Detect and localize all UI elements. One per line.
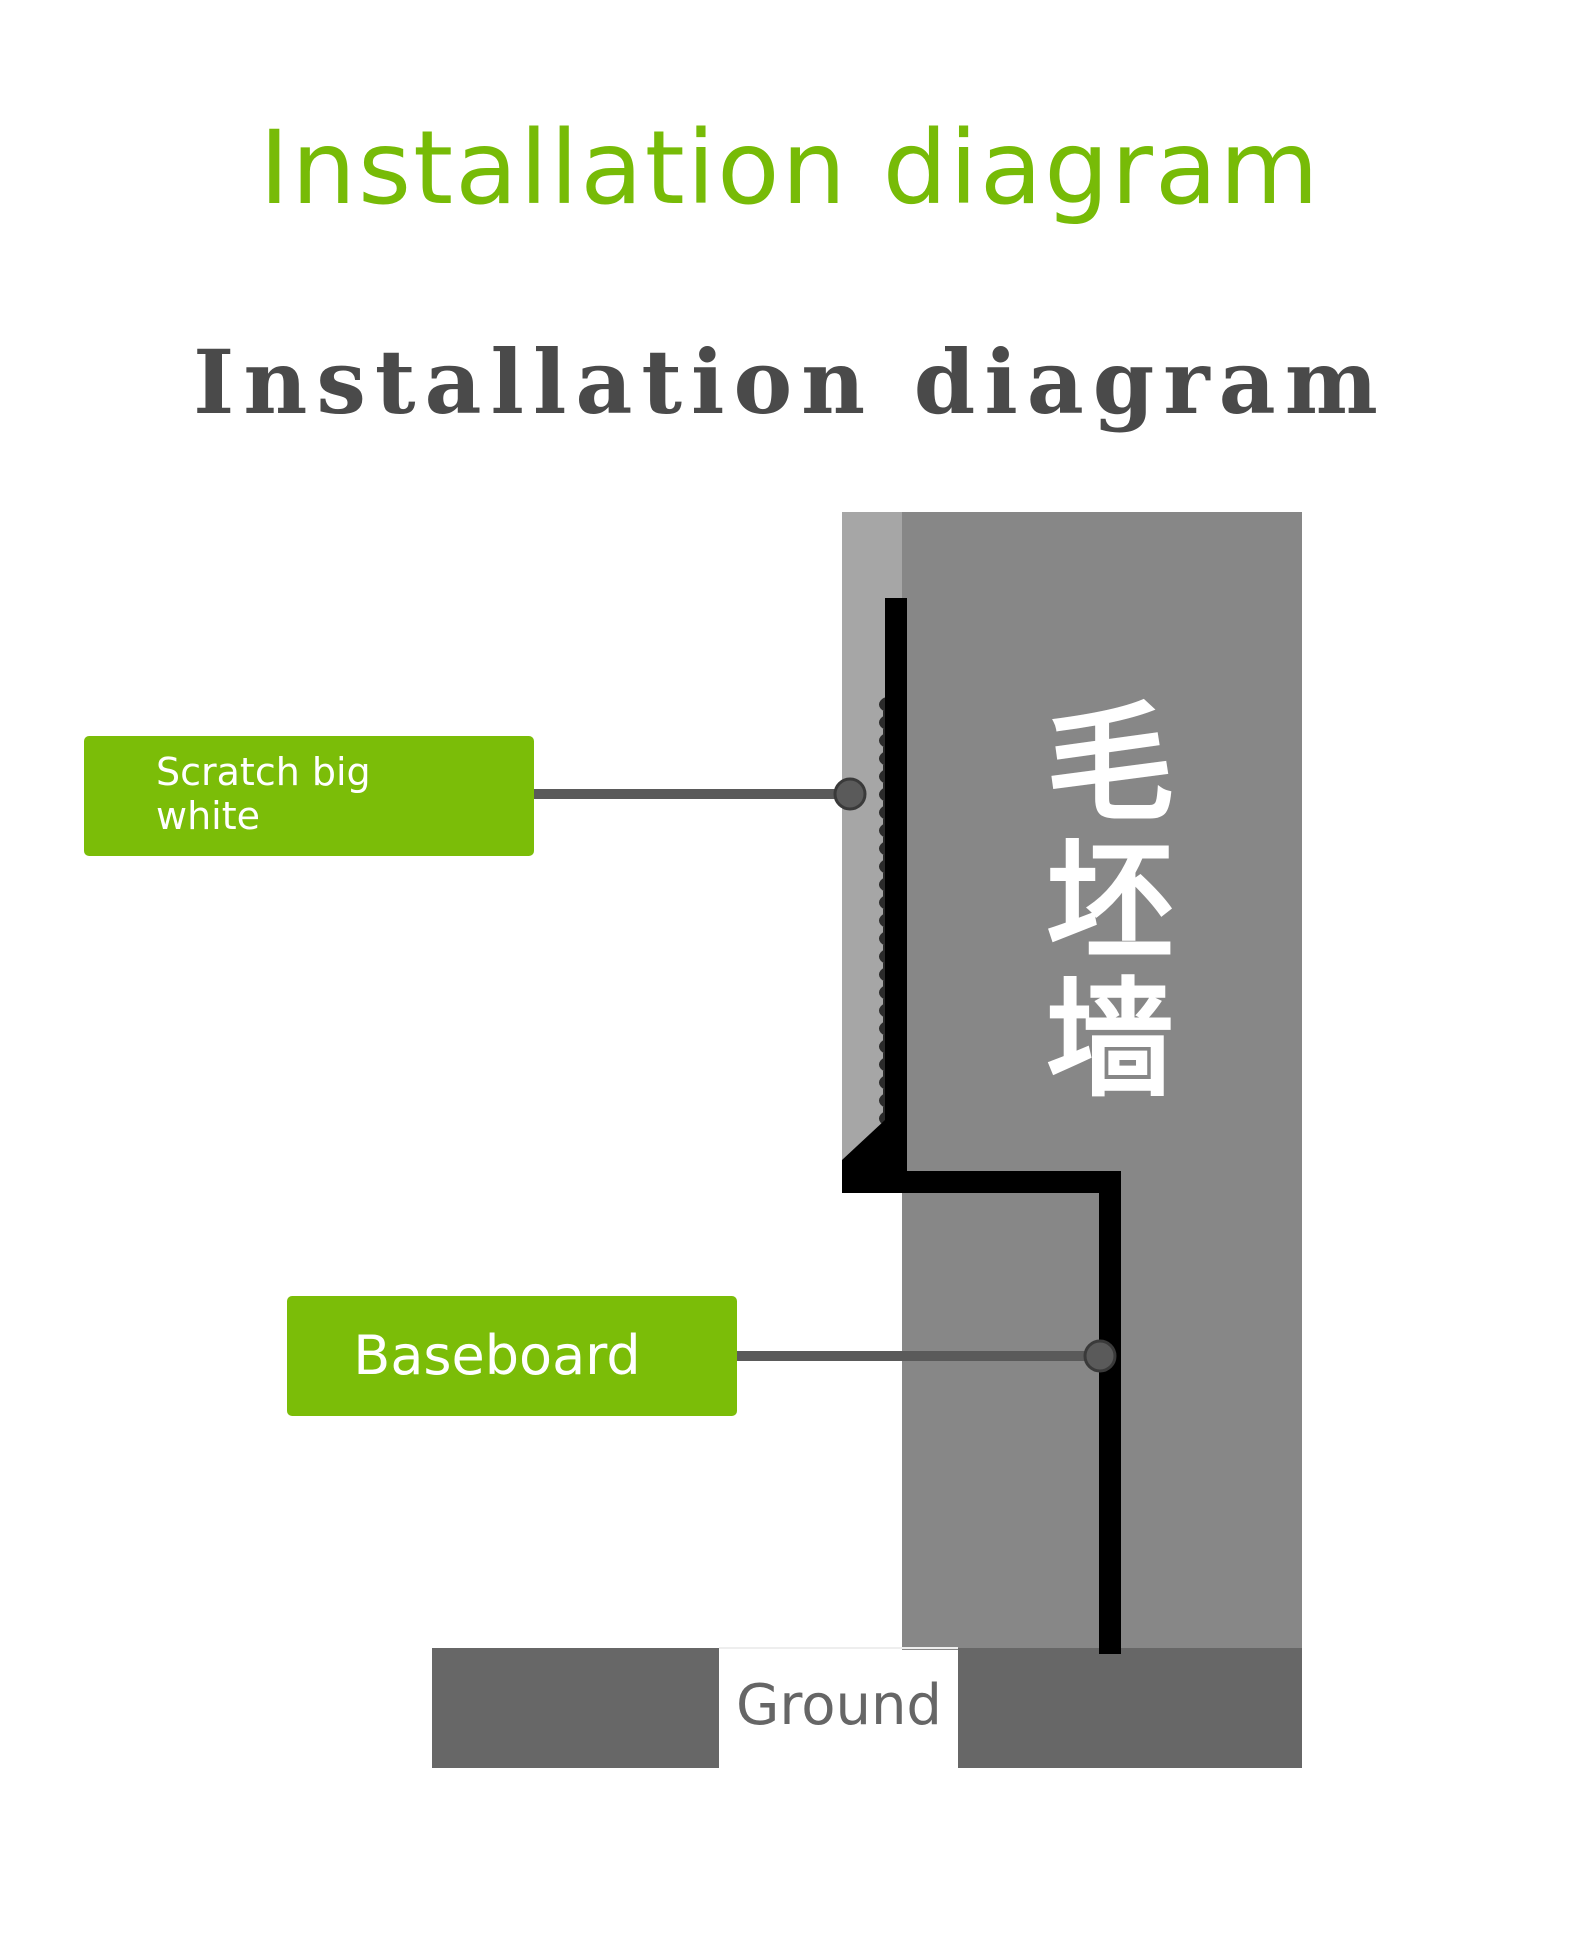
baseboard-leader-dot bbox=[1083, 1339, 1117, 1373]
diagram-heading: Installation diagram bbox=[193, 330, 1387, 434]
profile-corner-fill bbox=[842, 1120, 885, 1190]
baseboard-callout: Baseboard bbox=[287, 1296, 737, 1416]
rough-wall-label: 毛坯墙 bbox=[1045, 689, 1174, 1115]
baseboard-label: Baseboard bbox=[353, 1324, 641, 1387]
scratch-leader-dot bbox=[833, 777, 867, 811]
ground-slab-left bbox=[432, 1648, 719, 1768]
ground-label: Ground bbox=[736, 1673, 942, 1738]
page-title: Installation diagram bbox=[259, 109, 1321, 228]
ground-slab-right bbox=[958, 1648, 1302, 1768]
scratch-big-white-callout: Scratch big white bbox=[84, 736, 534, 856]
scratch-big-white-label: Scratch big white bbox=[156, 750, 371, 838]
